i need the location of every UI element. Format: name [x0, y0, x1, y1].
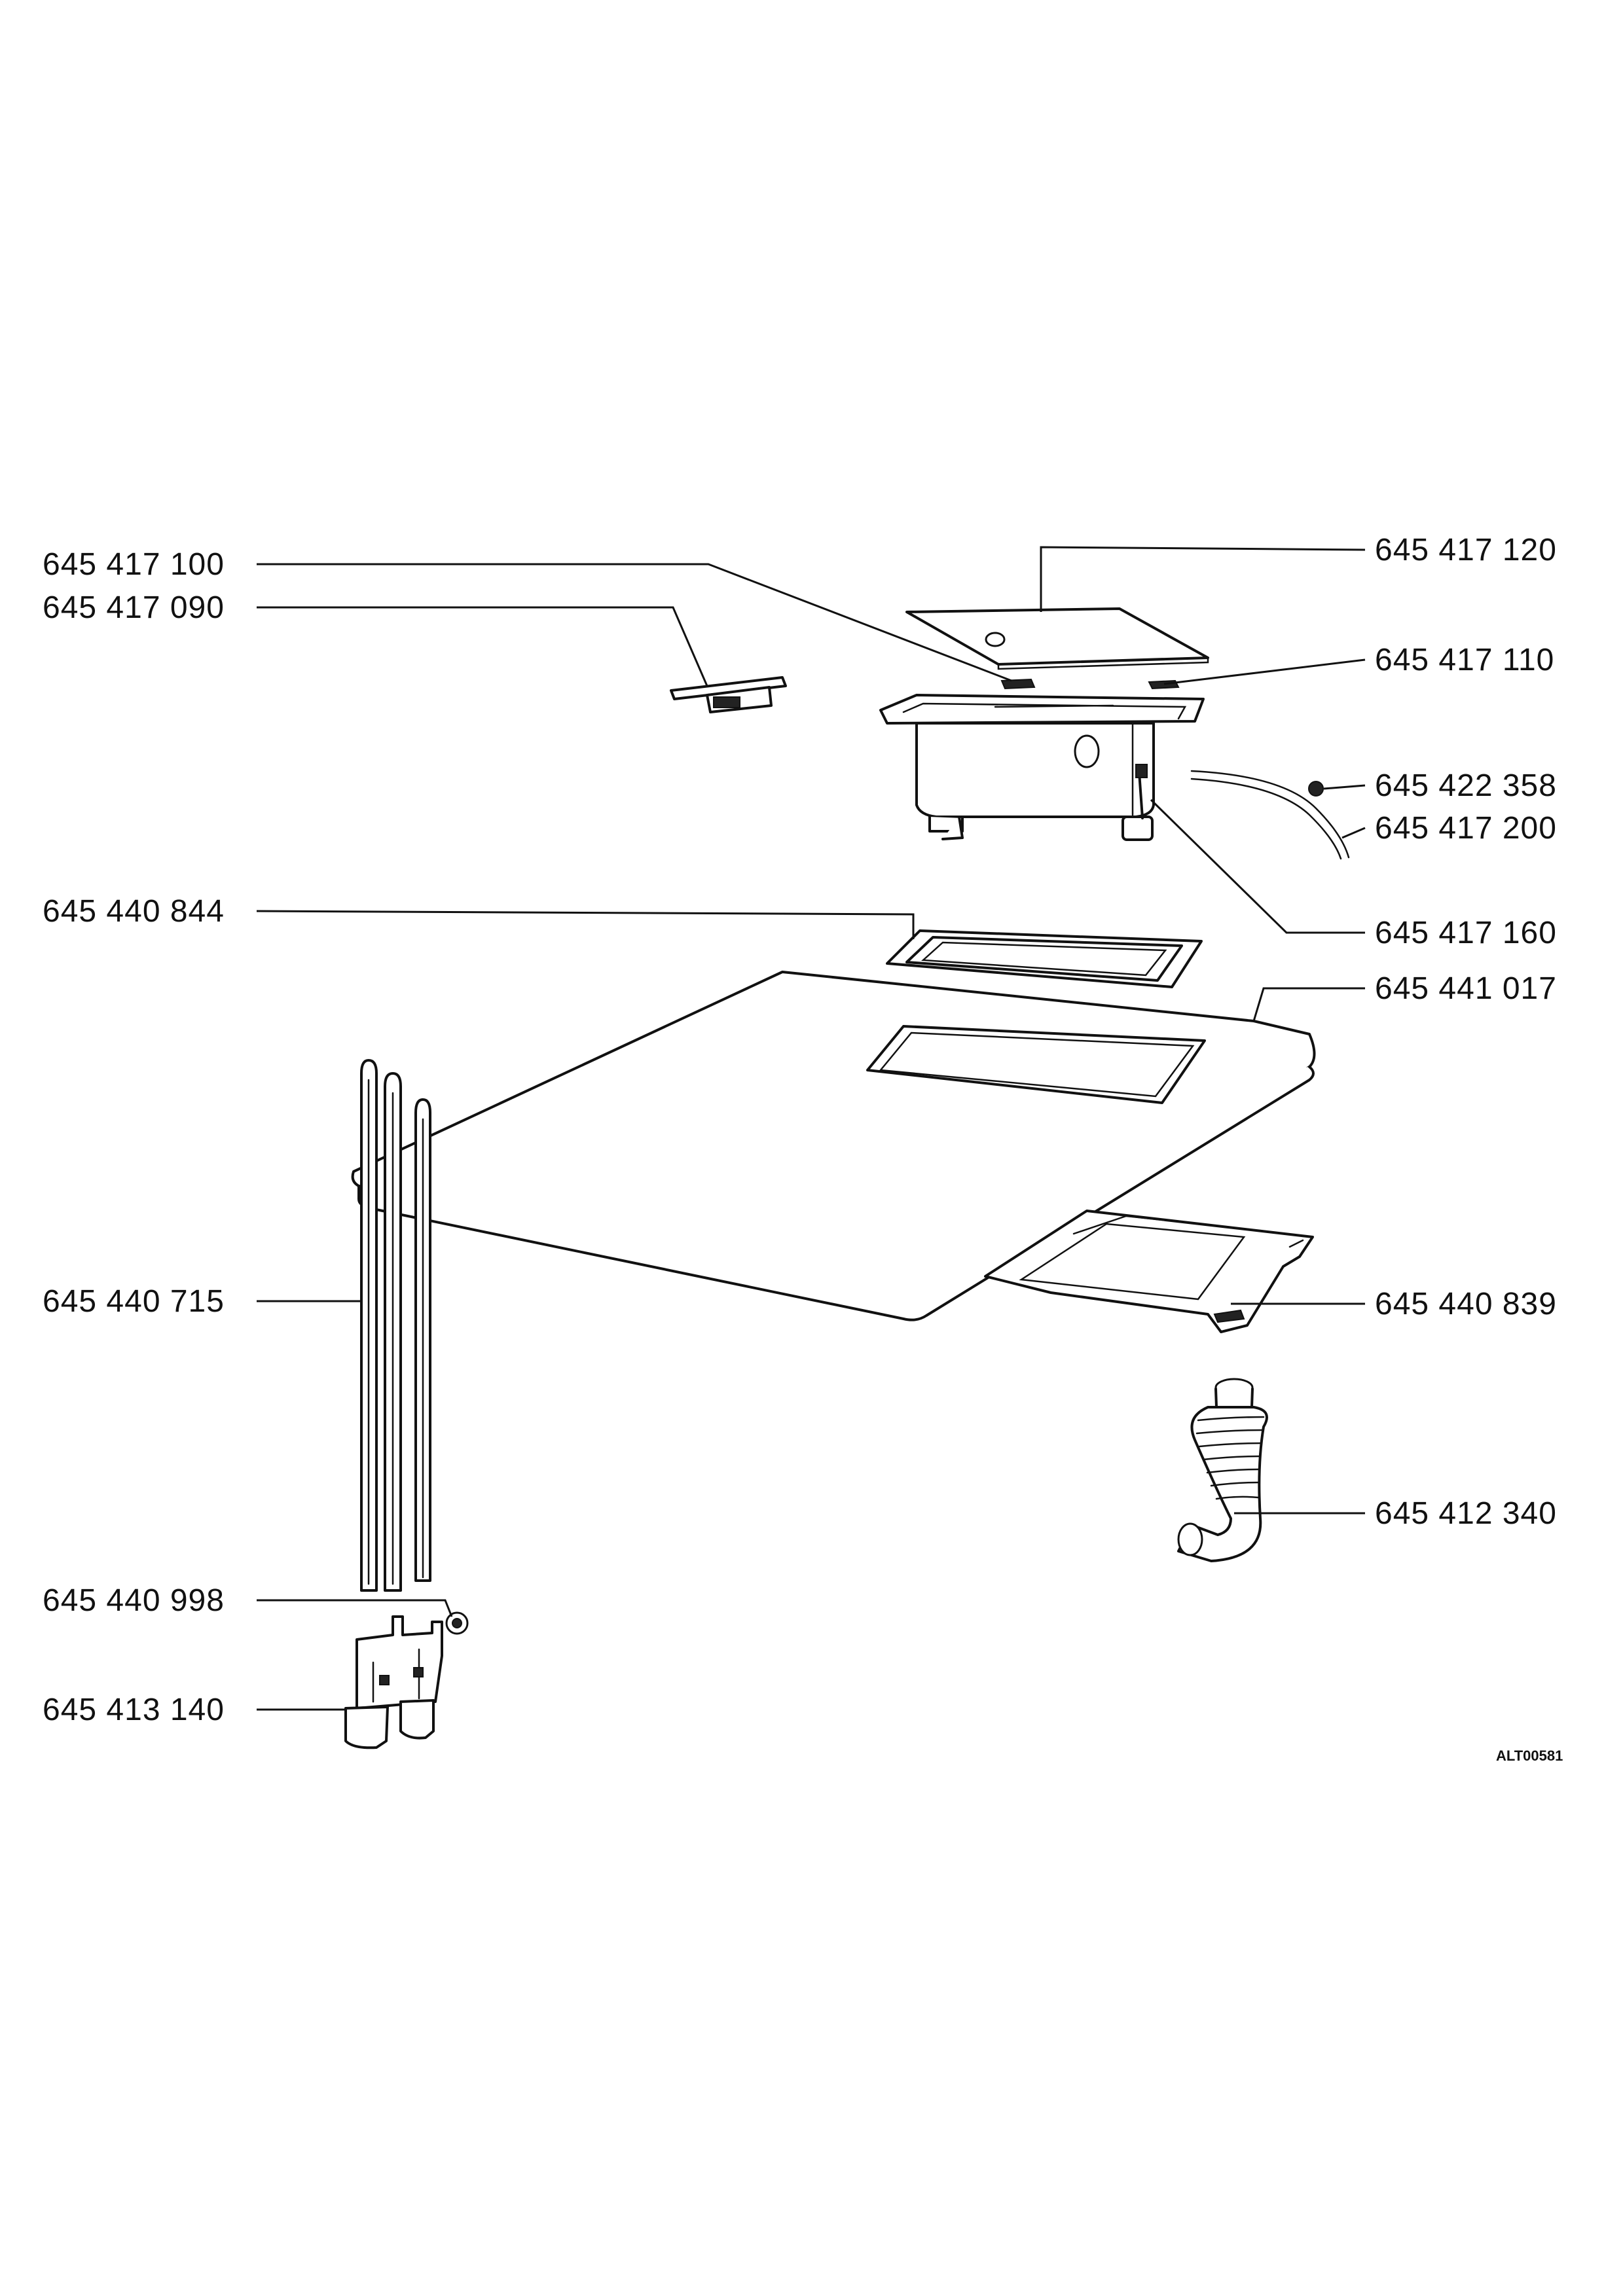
part-drawing-440715-hoses [360, 1059, 431, 1592]
part-drawing-417100-clip [1000, 678, 1036, 690]
leader-417200 [1341, 827, 1366, 839]
leader-417100 [257, 563, 1012, 682]
part-drawing-417090-hinge [670, 676, 787, 713]
leader-417160 [1150, 798, 1365, 934]
leader-422358 [1323, 784, 1366, 790]
leader-417120 [1040, 546, 1366, 612]
part-label-417110: 645 417 110 [1375, 643, 1554, 677]
part-label-440715: 645 440 715 [43, 1284, 225, 1319]
drawing-code: ALT00581 [1496, 1748, 1563, 1764]
leader-417110 [1163, 658, 1366, 685]
leader-440844 [256, 910, 915, 939]
part-label-417160: 645 417 160 [1375, 916, 1557, 950]
part-drawing-440839-frame [984, 1210, 1314, 1333]
part-drawing-cable [1190, 770, 1350, 860]
leader-441017 [1252, 987, 1365, 1022]
part-label-413140: 645 413 140 [43, 1693, 225, 1727]
part-label-440998: 645 440 998 [43, 1583, 225, 1618]
part-label-417120: 645 417 120 [1375, 533, 1557, 567]
part-drawing-440844-gasket [886, 929, 1203, 988]
leader-lines [256, 546, 1366, 1711]
part-label-440839: 645 440 839 [1375, 1287, 1557, 1321]
part-labels: 645 417 100 645 417 090 645 440 844 645 … [43, 533, 1563, 1764]
part-drawing-dispenser-box [879, 694, 1205, 841]
leader-440998 [257, 1599, 453, 1617]
part-drawing-417120-lid [905, 607, 1209, 670]
part-drawing-412340-elbow-hose [1177, 1378, 1268, 1562]
part-label-422358: 645 422 358 [1375, 768, 1557, 803]
leader-417090 [257, 606, 708, 687]
part-label-417100: 645 417 100 [43, 547, 225, 582]
part-label-441017: 645 441 017 [1375, 971, 1557, 1006]
part-label-417090: 645 417 090 [43, 590, 225, 625]
part-label-440844: 645 440 844 [43, 894, 225, 929]
part-label-417200: 645 417 200 [1375, 811, 1557, 846]
part-drawing-valve-assembly [344, 1611, 469, 1749]
part-label-412340: 645 412 340 [1375, 1496, 1557, 1531]
